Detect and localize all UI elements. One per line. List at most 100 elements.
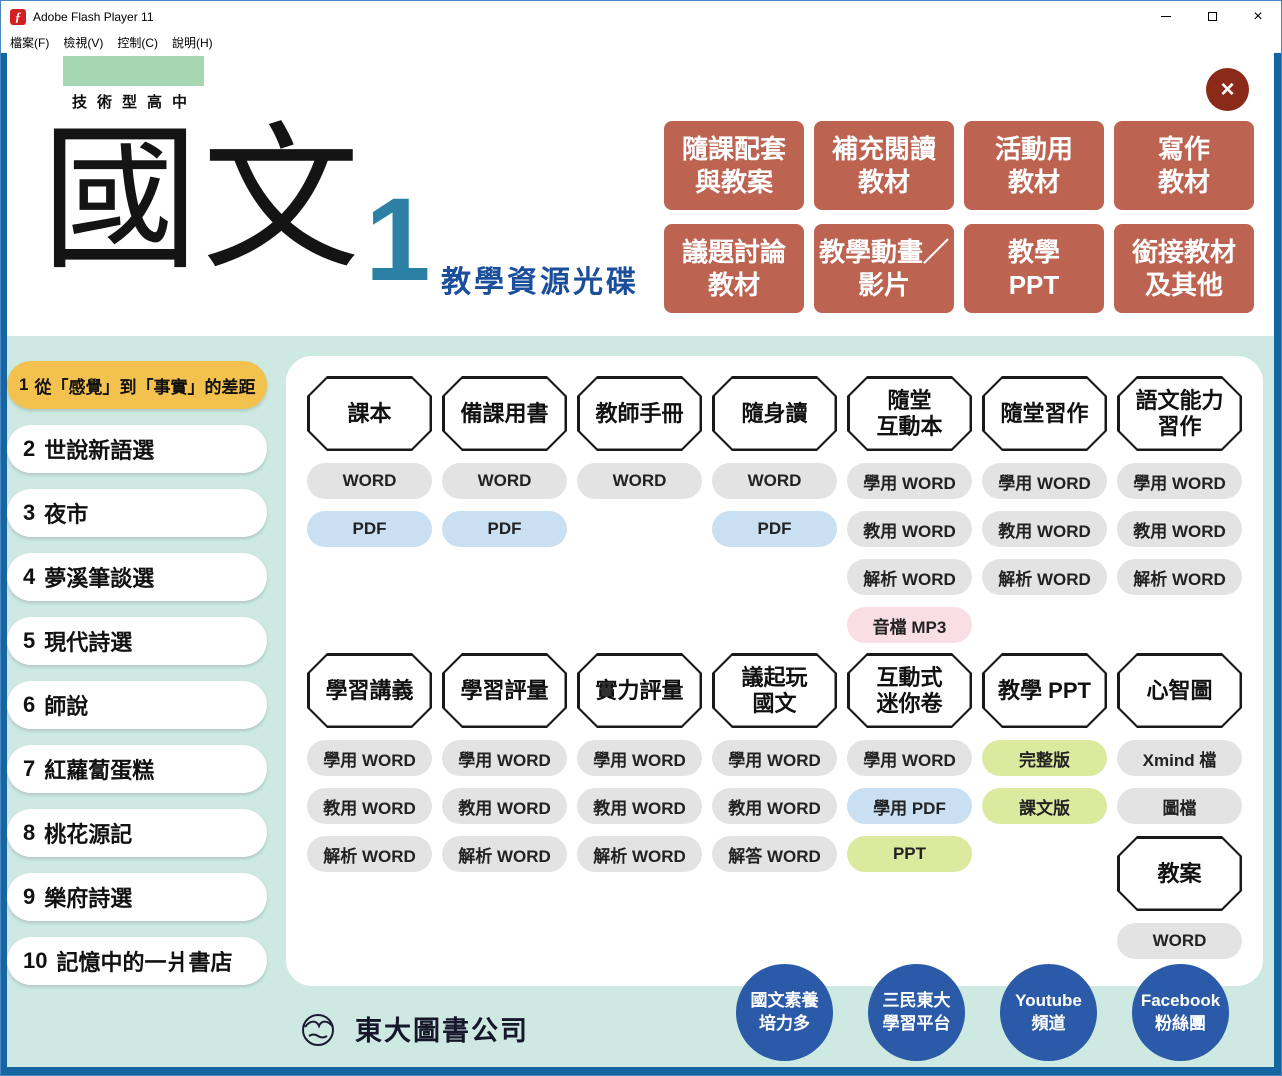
resource-category-button[interactable]: 實力評量: [577, 653, 702, 728]
resource-file-button[interactable]: 學用 WORD: [577, 740, 702, 776]
category-button[interactable]: 議題討論 教材: [664, 224, 804, 313]
resource-file-button[interactable]: 音檔 MP3: [847, 607, 972, 643]
lesson-title: 夢溪筆談選: [44, 566, 155, 591]
resource-file-button[interactable]: 圖檔: [1117, 788, 1242, 824]
resource-file-button[interactable]: 解析 WORD: [982, 559, 1107, 595]
category-button[interactable]: 教學 PPT: [964, 224, 1104, 313]
resource-file-button[interactable]: 教用 WORD: [712, 788, 837, 824]
resource-file-button[interactable]: 解析 WORD: [442, 836, 567, 872]
resource-file-button[interactable]: 學用 WORD: [1117, 463, 1242, 499]
resource-file-button[interactable]: 學用 WORD: [712, 740, 837, 776]
close-window-button[interactable]: ×: [1235, 1, 1281, 32]
external-link-button[interactable]: 國文素養 培力多: [736, 964, 833, 1061]
resource-file-button[interactable]: 解析 WORD: [307, 836, 432, 872]
resource-file-button[interactable]: PDF: [442, 511, 567, 547]
resource-category-button[interactable]: 互動式 迷你卷: [847, 653, 972, 728]
resource-file-button[interactable]: 教用 WORD: [1117, 511, 1242, 547]
maximize-button[interactable]: [1189, 1, 1235, 32]
resource-category-label: 教師手冊: [580, 379, 700, 449]
resource-file-button[interactable]: 學用 PDF: [847, 788, 972, 824]
resource-file-button[interactable]: 解析 WORD: [577, 836, 702, 872]
resource-file-button[interactable]: WORD: [307, 463, 432, 499]
resource-file-button[interactable]: WORD: [1117, 923, 1242, 959]
resource-category-label: 學習講義: [310, 656, 430, 726]
resource-category-button[interactable]: 語文能力 習作: [1117, 376, 1242, 451]
brand-box: [63, 56, 204, 86]
resource-category-label: 教學 PPT: [985, 656, 1105, 726]
resource-file-button[interactable]: 學用 WORD: [982, 463, 1107, 499]
resource-category-button[interactable]: 備課用書: [442, 376, 567, 451]
resource-file-button[interactable]: 教用 WORD: [442, 788, 567, 824]
resource-file-button[interactable]: 教用 WORD: [847, 511, 972, 547]
resource-category-button[interactable]: 課本: [307, 376, 432, 451]
external-link-button[interactable]: Youtube 頻道: [1000, 964, 1097, 1061]
resource-file-button[interactable]: 教用 WORD: [982, 511, 1107, 547]
resource-category-button[interactable]: 教案: [1117, 836, 1242, 911]
category-button[interactable]: 隨課配套 與教案: [664, 121, 804, 210]
resource-file-button[interactable]: 學用 WORD: [847, 463, 972, 499]
lesson-number: 7: [23, 756, 36, 781]
lesson-title: 樂府詩選: [44, 886, 133, 911]
category-button[interactable]: 寫作 教材: [1114, 121, 1254, 210]
menu-item[interactable]: 檔案(F): [10, 36, 50, 50]
resource-file-button[interactable]: PDF: [307, 511, 432, 547]
resource-category-button[interactable]: 學習評量: [442, 653, 567, 728]
resource-category-label: 心智圖: [1120, 656, 1240, 726]
resource-category-button[interactable]: 學習講義: [307, 653, 432, 728]
resource-category-button[interactable]: 隨堂 互動本: [847, 376, 972, 451]
resource-file-button[interactable]: WORD: [442, 463, 567, 499]
minimize-button[interactable]: [1143, 1, 1189, 32]
menu-item[interactable]: 檢視(V): [63, 36, 104, 50]
resource-category-button[interactable]: 議起玩 國文: [712, 653, 837, 728]
category-button[interactable]: 教學動畫／ 影片: [814, 224, 954, 313]
resource-group-1: 課本 WORD PDF 備課用書 WORD PDF 教師手冊 WORD 隨身讀 WORD PDF 隨堂…: [307, 376, 1242, 643]
resource-file-button[interactable]: WORD: [577, 463, 702, 499]
resource-file-button[interactable]: PPT: [847, 836, 972, 872]
title-bar: ƒ Adobe Flash Player 11 ×: [1, 1, 1281, 32]
lesson-number: 9: [23, 884, 36, 909]
resource-file-button[interactable]: 完整版: [982, 740, 1107, 776]
resource-file-button[interactable]: 解析 WORD: [847, 559, 972, 595]
menu-bar: 檔案(F) 檢視(V) 控制(C) 說明(H): [1, 32, 1281, 53]
subtitle: 教學資源光碟: [441, 266, 639, 299]
resource-file-button[interactable]: 教用 WORD: [577, 788, 702, 824]
resource-file-button[interactable]: 課文版: [982, 788, 1107, 824]
flash-stage-frame: 技術型高中 國文 1 教學資源光碟 × 隨課配套 與教案補充閱讀 教材活動用 教…: [1, 53, 1281, 1075]
category-button[interactable]: 補充閱讀 教材: [814, 121, 954, 210]
menu-item[interactable]: 控制(C): [117, 36, 158, 50]
resource-category-button[interactable]: 教師手冊: [577, 376, 702, 451]
resource-file-button[interactable]: PDF: [712, 511, 837, 547]
resource-file-button[interactable]: 解答 WORD: [712, 836, 837, 872]
resource-category-button[interactable]: 隨堂習作: [982, 376, 1107, 451]
resource-file-button[interactable]: 學用 WORD: [847, 740, 972, 776]
external-link-button[interactable]: 三民東大 學習平台: [868, 964, 965, 1061]
resource-file-button[interactable]: 教用 WORD: [307, 788, 432, 824]
category-button-grid: 隨課配套 與教案補充閱讀 教材活動用 教材寫作 教材議題討論 教材教學動畫／ 影…: [664, 121, 1254, 313]
external-link-button[interactable]: Facebook 粉絲團: [1132, 964, 1229, 1061]
resource-category-button[interactable]: 教學 PPT: [982, 653, 1107, 728]
menu-item[interactable]: 說明(H): [172, 36, 213, 50]
resource-category-button[interactable]: 隨身讀: [712, 376, 837, 451]
resource-file-button[interactable]: 學用 WORD: [442, 740, 567, 776]
resource-file-button[interactable]: 解析 WORD: [1117, 559, 1242, 595]
sidebar-item-lesson-9[interactable]: 9 樂府詩選: [7, 873, 267, 921]
resource-file-button[interactable]: WORD: [712, 463, 837, 499]
resource-column: 隨身讀 WORD PDF: [712, 376, 837, 547]
resource-file-button[interactable]: Xmind 檔: [1117, 740, 1242, 776]
category-button[interactable]: 活動用 教材: [964, 121, 1104, 210]
resource-category-label: 實力評量: [580, 656, 700, 726]
resource-column: 隨堂 互動本學用 WORD 教用 WORD 解析 WORD 音檔 MP3: [847, 376, 972, 643]
resource-category-button[interactable]: 心智圖: [1117, 653, 1242, 728]
category-button[interactable]: 銜接教材 及其他: [1114, 224, 1254, 313]
resource-file-button[interactable]: 學用 WORD: [307, 740, 432, 776]
app-close-button[interactable]: ×: [1206, 68, 1249, 111]
